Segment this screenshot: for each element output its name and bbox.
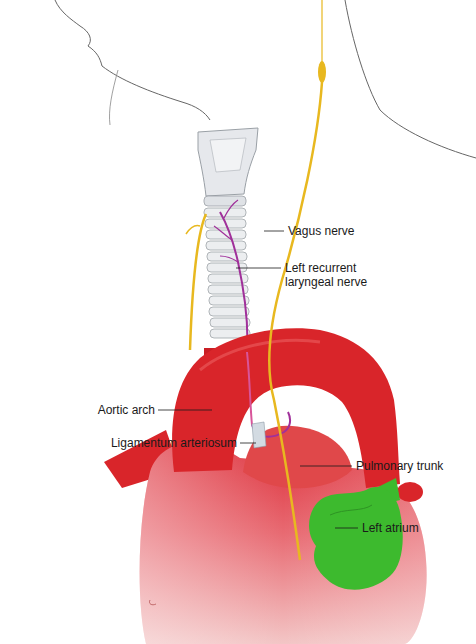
tracheal-ring [206,241,246,250]
tracheal-ring [207,252,247,261]
leader-line [240,443,256,444]
tracheal-ring [209,307,249,316]
atrium-shading [330,505,372,515]
part-label: Left atrium [362,521,467,535]
part-label: Aortic arch [55,403,155,417]
ligamentum-arteriosum [252,422,266,448]
neck-outline [109,70,118,125]
vagal-ganglion [318,61,326,83]
part-label: Ligamentum arteriosum [30,436,237,450]
left-atrium [309,487,403,590]
tracheal-ring [206,230,246,239]
thyroid-cartilage [198,128,258,196]
nerve-branch [186,225,200,234]
right-vagus-nerve [190,214,206,350]
trachea [198,128,258,338]
vagus-nerve [269,82,322,560]
part-label: Left recurrent laryngeal nerve [285,261,385,289]
nerve-branch [224,200,238,218]
face-outline [55,0,210,120]
tracheal-ring [209,296,249,305]
vagus-nerve [321,0,322,62]
neck-outline [345,0,476,158]
leader-line [158,410,212,411]
part-label: Vagus nerve [288,224,428,238]
arch-highlight [200,340,320,370]
recurrent-laryngeal-nerve [247,352,252,425]
artist-signature [149,600,156,605]
leader-line [335,528,358,529]
descending-aorta [397,482,423,502]
tracheal-ring [210,318,250,327]
part-label: Pulmonary trunk [356,459,471,473]
nerve-branch [214,226,232,240]
leader-line [264,231,284,232]
leader-line [236,268,281,269]
leader-line [300,466,352,467]
thyroid-cartilage [210,138,246,172]
cricoid-cartilage [204,196,246,206]
tracheal-ring [207,263,247,272]
nerve-branch [220,256,238,262]
recurrent-laryngeal-nerve [220,212,247,352]
